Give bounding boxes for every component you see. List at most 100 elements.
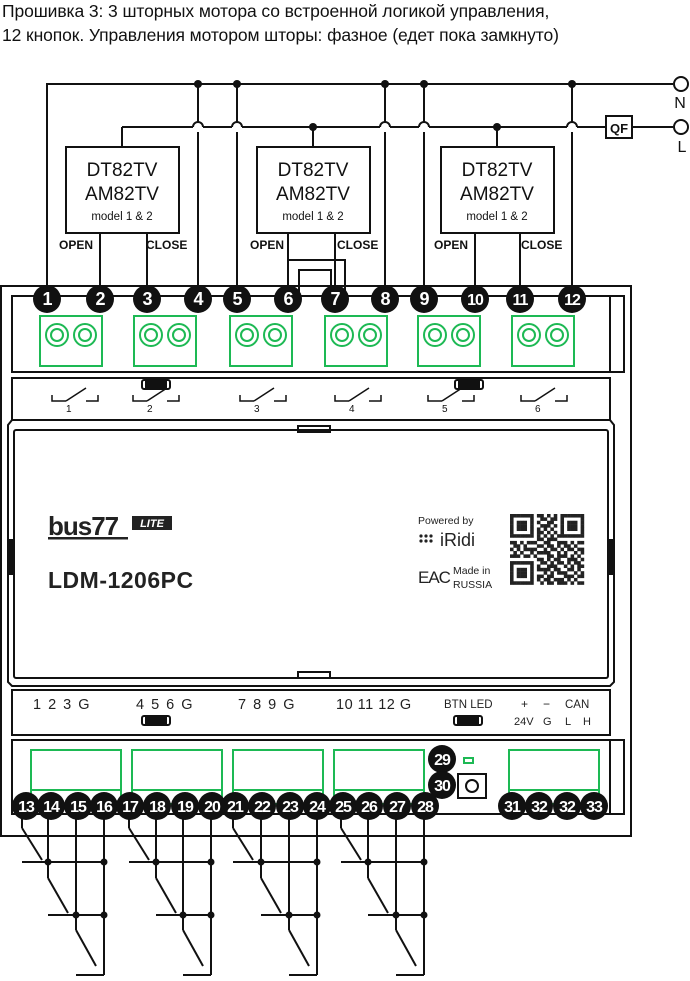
qr-module bbox=[530, 574, 534, 579]
badge-label: 7 bbox=[330, 289, 340, 309]
junction-dot bbox=[100, 911, 108, 919]
qr-module bbox=[547, 540, 551, 545]
qr-module bbox=[553, 517, 558, 521]
junction-dot bbox=[313, 911, 321, 919]
junction-dot bbox=[392, 911, 400, 919]
qr-module bbox=[577, 561, 581, 565]
badge-circle bbox=[248, 792, 276, 820]
qr-module bbox=[536, 530, 541, 535]
badge-label: 8 bbox=[380, 289, 390, 309]
relay-label: 5 bbox=[442, 404, 448, 415]
qr-module bbox=[536, 520, 541, 525]
terminal-bottom-14: 26 bbox=[355, 792, 383, 820]
svg-text:+: + bbox=[521, 697, 528, 711]
qr-module bbox=[540, 537, 544, 542]
qr-module bbox=[580, 514, 585, 518]
qr-module bbox=[530, 581, 534, 585]
qr-module bbox=[536, 577, 541, 582]
qr-module bbox=[523, 554, 528, 558]
qr-module bbox=[560, 547, 565, 552]
qr-module bbox=[510, 561, 514, 565]
qr-module bbox=[526, 514, 531, 518]
qr-module bbox=[510, 530, 514, 535]
badge-circle bbox=[410, 285, 438, 313]
badge-label: 25 bbox=[335, 799, 352, 816]
qr-module bbox=[563, 534, 568, 538]
relay-contact-b bbox=[274, 395, 287, 402]
qr-module bbox=[550, 571, 554, 575]
badge-circle bbox=[558, 285, 586, 313]
badge-label: 3 bbox=[142, 289, 152, 309]
qr-module bbox=[547, 514, 551, 518]
badge-label: 13 bbox=[18, 799, 35, 816]
qr-module bbox=[520, 540, 524, 545]
qr-module bbox=[536, 564, 541, 569]
badge-label: 5 bbox=[232, 289, 242, 309]
brand-logo: bus77 LITE bbox=[48, 511, 172, 541]
qr-module bbox=[536, 567, 541, 572]
qr-module bbox=[516, 574, 521, 579]
terminal-1: 1 bbox=[33, 285, 61, 313]
qr-module bbox=[523, 581, 528, 585]
qr-module bbox=[570, 514, 575, 518]
service-button bbox=[457, 757, 487, 799]
badge-label: 14 bbox=[43, 799, 60, 816]
button-switch bbox=[232, 827, 254, 861]
qr-module bbox=[547, 537, 551, 542]
terminal-bottom-7: 19 bbox=[171, 792, 199, 820]
screw-head bbox=[172, 328, 186, 342]
relay-label: 3 bbox=[254, 404, 260, 415]
qr-module bbox=[573, 520, 578, 525]
qr-module bbox=[536, 514, 541, 518]
motor-frame bbox=[440, 146, 555, 234]
qr-module bbox=[563, 564, 568, 569]
title-line-2: 12 кнопок. Управления мотором шторы: фаз… bbox=[2, 25, 559, 45]
qr-module bbox=[530, 561, 534, 565]
relay-5: 5 bbox=[427, 387, 475, 415]
top-block-1 bbox=[39, 315, 103, 367]
device-model: LDM-1206PC bbox=[48, 567, 194, 593]
qr-module bbox=[577, 514, 581, 518]
top-block-6 bbox=[511, 315, 575, 367]
qr-module bbox=[510, 527, 514, 532]
qr-module bbox=[573, 527, 578, 532]
relay-label: 2 bbox=[147, 404, 153, 415]
qr-module bbox=[526, 554, 531, 558]
screw-head bbox=[78, 328, 92, 342]
qr-module bbox=[513, 551, 517, 555]
qr-module bbox=[567, 557, 571, 562]
qr-module bbox=[547, 581, 551, 585]
made-in-line-2: RUSSIA bbox=[453, 579, 492, 591]
badge-circle bbox=[133, 285, 161, 313]
qr-module bbox=[513, 561, 517, 565]
qr-module bbox=[550, 561, 554, 565]
qr-module bbox=[580, 551, 585, 555]
qr-module bbox=[560, 524, 565, 528]
terminal-bottom-6: 18 bbox=[143, 792, 171, 820]
terminal-bottom-3: 15 bbox=[64, 792, 92, 820]
badge-circle bbox=[321, 285, 349, 313]
qr-module bbox=[580, 520, 585, 525]
qr-module bbox=[543, 561, 548, 565]
qr-module bbox=[510, 520, 514, 525]
qr-module bbox=[530, 527, 534, 532]
qr-module bbox=[536, 534, 541, 538]
qr-module bbox=[573, 551, 578, 555]
qr-module bbox=[580, 547, 585, 552]
badge-label: 32 bbox=[559, 799, 576, 816]
device-body bbox=[0, 285, 632, 837]
qr-module bbox=[580, 534, 585, 538]
qr-module bbox=[570, 554, 575, 558]
badge-circle bbox=[37, 792, 65, 820]
qr-module bbox=[580, 517, 585, 521]
badge-label: 30 bbox=[434, 778, 451, 795]
qr-module bbox=[563, 551, 568, 555]
badge-circle bbox=[90, 792, 118, 820]
neutral-terminal bbox=[673, 76, 689, 92]
qr-module bbox=[573, 534, 578, 538]
relay-6: 6 bbox=[520, 387, 568, 415]
qr-module bbox=[523, 527, 528, 532]
qr-module bbox=[516, 547, 521, 552]
qr-module bbox=[513, 540, 517, 545]
badge-circle bbox=[498, 792, 526, 820]
